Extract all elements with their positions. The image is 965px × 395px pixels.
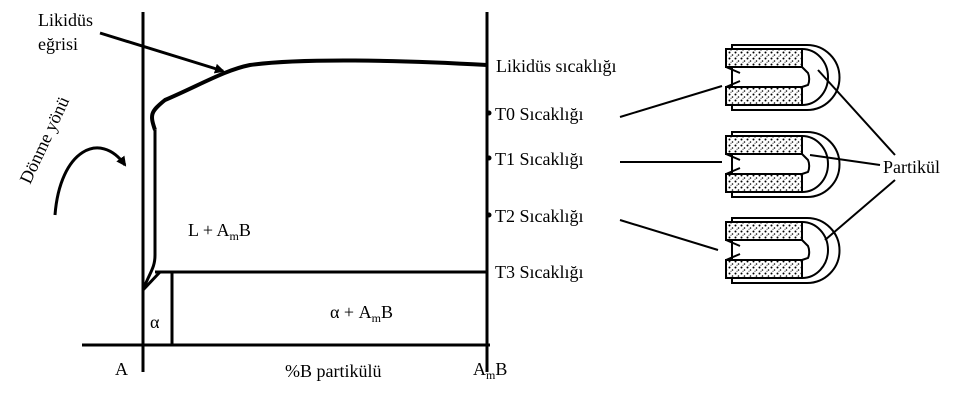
region-alpha-compound-label: α + AmB xyxy=(330,302,393,325)
particle-pointer-2 xyxy=(809,154,881,166)
axis-right-label: AmB xyxy=(473,359,507,382)
particle-pointer-3 xyxy=(824,179,896,241)
particle-pointer-1 xyxy=(817,69,896,156)
temp-t2-label: T2 Sıcaklığı xyxy=(495,206,584,226)
alpha-boundary-top xyxy=(141,270,162,292)
solvus-line xyxy=(141,130,157,291)
liquidus-pointer xyxy=(99,31,225,74)
temp-t0-label: T0 Sıcaklığı xyxy=(495,104,584,124)
temp-liquidus-label: Likidüs sıcaklığı xyxy=(496,56,617,76)
cross-section-t1 xyxy=(725,131,841,198)
liquidus-label-line1: Likidüs xyxy=(38,10,93,30)
temp-t3-label: T3 Sıcaklığı xyxy=(495,262,584,282)
rotation-arrow xyxy=(53,146,127,216)
t0-connector xyxy=(619,85,723,118)
t2-connector xyxy=(619,219,719,251)
temp-t2-tick xyxy=(486,212,492,218)
temp-t1-label: T1 Sıcaklığı xyxy=(495,149,584,169)
region-alpha-label: α xyxy=(150,312,160,332)
liquidus-label-line2: eğrisi xyxy=(38,34,78,54)
cross-section-t2 xyxy=(725,217,841,284)
temp-t0-tick xyxy=(486,110,492,116)
axis-left-label: A xyxy=(115,359,128,379)
temp-t1-tick xyxy=(486,155,492,161)
region-liquid-label: L + AmB xyxy=(188,220,251,243)
cross-section-t0 xyxy=(725,44,841,111)
particle-label: Partikül xyxy=(883,157,940,177)
axis-x-label: %B partikülü xyxy=(285,361,382,381)
liquidus-curve xyxy=(150,58,488,131)
